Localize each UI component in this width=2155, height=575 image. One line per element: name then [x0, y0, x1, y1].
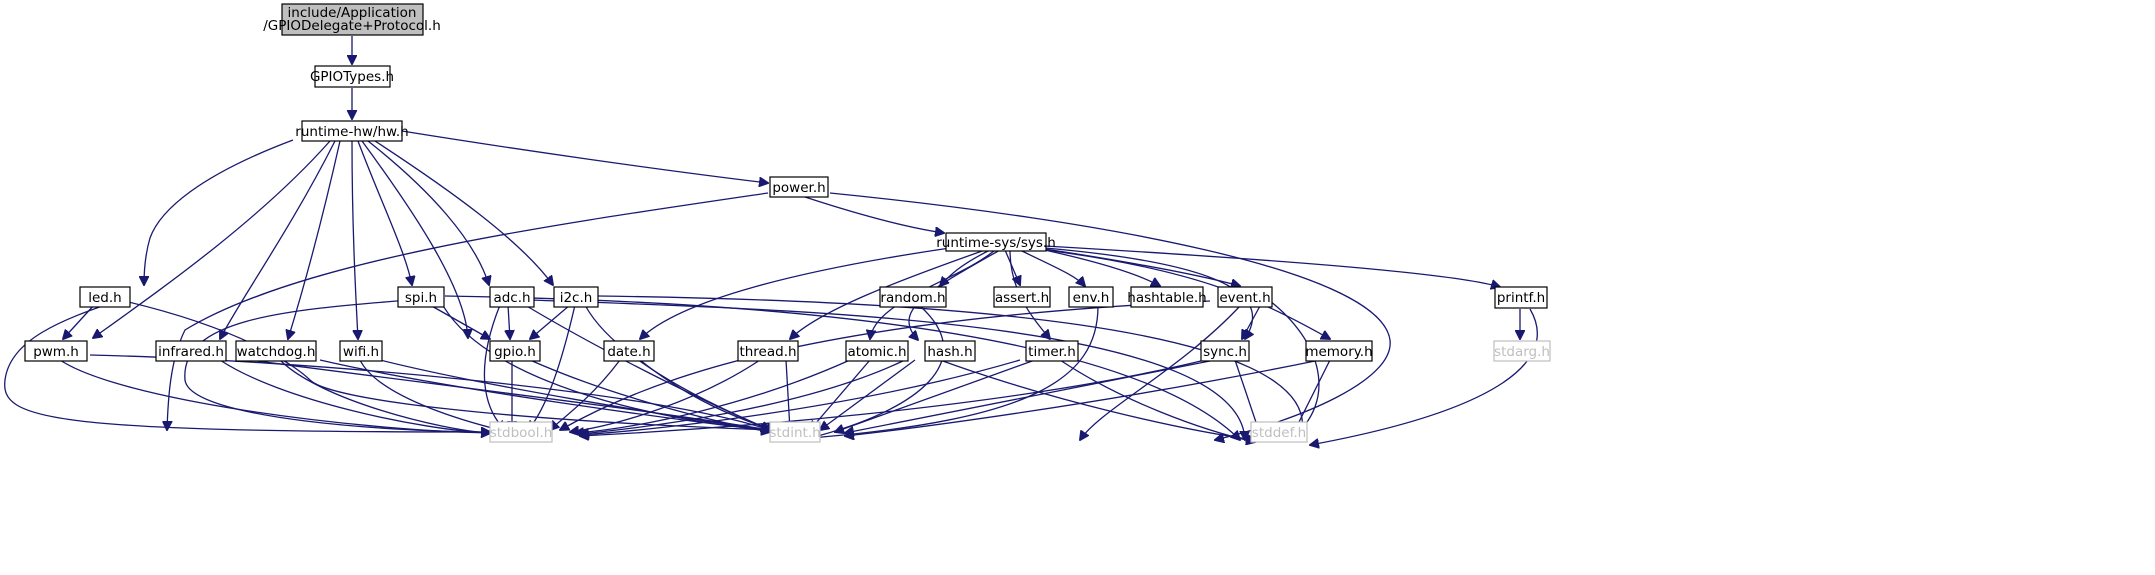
node-event[interactable]: event.h — [1217, 286, 1273, 308]
hash-label: hash.h — [927, 344, 972, 360]
i2c-label: i2c.h — [560, 290, 593, 306]
node-timer[interactable]: timer.h — [1025, 340, 1079, 362]
node-watchdog[interactable]: watchdog.h — [235, 340, 317, 362]
gpiotypes-label: GPIOTypes.h — [310, 69, 394, 85]
dependency-edges — [4, 36, 1538, 445]
infrared-label: infrared.h — [158, 344, 224, 360]
memory-label: memory.h — [1305, 344, 1372, 360]
spi-label: spi.h — [405, 290, 437, 306]
power-label: power.h — [772, 180, 825, 196]
node-root[interactable]: include/Application /GPIODelegate+Protoc… — [263, 3, 441, 36]
node-stdint[interactable]: stdint.h — [769, 421, 821, 443]
node-spi[interactable]: spi.h — [397, 286, 445, 308]
node-infrared[interactable]: infrared.h — [155, 340, 227, 362]
node-led[interactable]: led.h — [79, 286, 131, 308]
node-atomic[interactable]: atomic.h — [845, 340, 909, 362]
node-i2c[interactable]: i2c.h — [553, 286, 599, 308]
node-hw[interactable]: runtime-hw/hw.h — [295, 120, 409, 142]
node-hashtable[interactable]: hashtable.h — [1127, 286, 1207, 308]
node-random[interactable]: random.h — [879, 286, 947, 308]
root-line2: /GPIODelegate+Protocol.h — [263, 18, 441, 34]
node-env[interactable]: env.h — [1068, 286, 1114, 308]
node-power[interactable]: power.h — [769, 176, 829, 198]
assert-label: assert.h — [995, 290, 1049, 306]
atomic-label: atomic.h — [848, 344, 907, 360]
stddef-label: stddef.h — [1252, 425, 1306, 441]
node-thread[interactable]: thread.h — [737, 340, 799, 362]
hw-label: runtime-hw/hw.h — [295, 124, 408, 140]
root-line1: include/Application — [288, 5, 417, 21]
thread-label: thread.h — [739, 344, 796, 360]
node-stdarg[interactable]: stdarg.h — [1493, 340, 1551, 362]
adc-label: adc.h — [493, 290, 530, 306]
event-label: event.h — [1219, 290, 1270, 306]
node-memory[interactable]: memory.h — [1305, 340, 1373, 362]
stdbool-label: stdbool.h — [490, 425, 553, 441]
node-sync[interactable]: sync.h — [1200, 340, 1250, 362]
gpio-label: gpio.h — [494, 344, 536, 360]
date-label: date.h — [607, 344, 650, 360]
node-sys[interactable]: runtime-sys/sys.h — [936, 232, 1056, 252]
node-assert[interactable]: assert.h — [993, 286, 1051, 308]
stdarg-label: stdarg.h — [1494, 344, 1550, 360]
node-stdbool[interactable]: stdbool.h — [489, 421, 553, 443]
node-printf[interactable]: printf.h — [1494, 286, 1548, 309]
watchdog-label: watchdog.h — [237, 344, 316, 360]
stdint-label: stdint.h — [769, 425, 820, 441]
pwm-label: pwm.h — [33, 344, 79, 360]
timer-label: timer.h — [1028, 344, 1076, 360]
node-pwm[interactable]: pwm.h — [24, 340, 88, 362]
node-hash[interactable]: hash.h — [924, 340, 976, 362]
printf-label: printf.h — [1497, 290, 1545, 306]
random-label: random.h — [880, 290, 945, 306]
node-wifi[interactable]: wifi.h — [339, 340, 383, 362]
wifi-label: wifi.h — [343, 344, 379, 360]
led-label: led.h — [88, 290, 121, 306]
sys-label: runtime-sys/sys.h — [936, 235, 1056, 251]
hashtable-label: hashtable.h — [1127, 290, 1206, 306]
node-date[interactable]: date.h — [603, 340, 655, 362]
node-gpiotypes[interactable]: GPIOTypes.h — [310, 65, 394, 88]
sync-label: sync.h — [1203, 344, 1247, 360]
node-stddef[interactable]: stddef.h — [1250, 421, 1308, 443]
node-adc[interactable]: adc.h — [489, 286, 535, 308]
node-gpio[interactable]: gpio.h — [489, 340, 541, 362]
env-label: env.h — [1073, 290, 1110, 306]
